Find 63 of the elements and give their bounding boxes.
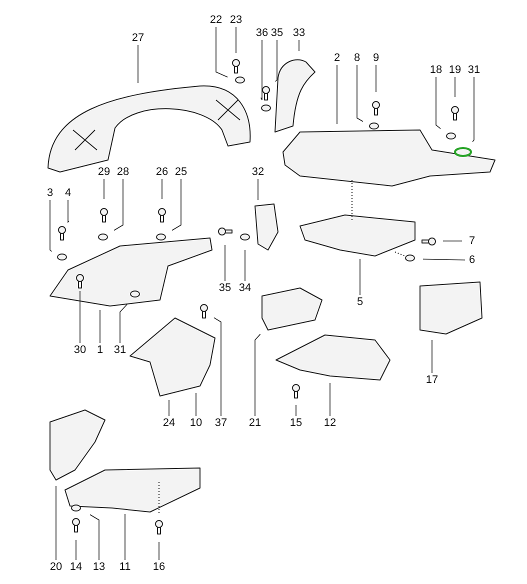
- leader-line: [124, 514, 126, 560]
- leader-line: [172, 178, 182, 231]
- callout-number: 20: [50, 561, 62, 573]
- callout-number: 4: [64, 187, 72, 199]
- leader-line: [244, 250, 246, 282]
- callout-number: 10: [190, 417, 202, 429]
- leader-line: [422, 258, 466, 260]
- callout-number: 35: [270, 27, 284, 39]
- callout-number: 5: [356, 296, 364, 308]
- callout-number: 2: [334, 52, 340, 64]
- callout-number: 9: [372, 52, 380, 64]
- callout-number: 23: [230, 14, 242, 26]
- leader-line: [442, 240, 462, 242]
- callout-number: 14: [70, 561, 82, 573]
- leader-line: [298, 40, 300, 52]
- leader-line: [436, 76, 441, 130]
- callout-number: 18: [430, 64, 442, 76]
- callout-number: 1: [96, 344, 104, 356]
- leader-line: [472, 76, 474, 142]
- callout-number: 25: [174, 166, 188, 178]
- callout-number: 31: [114, 344, 126, 356]
- leader-line: [90, 514, 100, 560]
- callout-number: 30: [74, 344, 86, 356]
- callout-number: 3: [46, 187, 54, 199]
- callout-number: 12: [324, 417, 336, 429]
- leader-line: [158, 542, 160, 560]
- callout-number: 19: [448, 64, 462, 76]
- leader-line: [254, 334, 261, 416]
- callout-number: 24: [162, 417, 176, 429]
- leader-line: [216, 26, 228, 78]
- callout-number: 31: [468, 64, 480, 76]
- leader-line: [214, 317, 222, 416]
- leader-line: [454, 76, 456, 98]
- leader-line: [224, 244, 226, 282]
- callout-number: 7: [468, 235, 476, 247]
- leader-line: [356, 64, 364, 122]
- callout-number: 29: [98, 166, 110, 178]
- callout-number: 22: [210, 14, 222, 26]
- callout-number: 36: [256, 27, 268, 39]
- leader-line: [120, 304, 128, 344]
- callout-number: 13: [92, 561, 106, 573]
- callout-number: 32: [252, 166, 264, 178]
- leader-line: [336, 64, 338, 124]
- leader-line: [260, 40, 262, 100]
- callout-number: 21: [248, 417, 262, 429]
- callout-number: 34: [238, 282, 252, 294]
- callout-number: 35: [218, 282, 232, 294]
- callout-number: 6: [468, 254, 476, 266]
- callout-number: 16: [152, 561, 166, 573]
- leader-line: [50, 200, 52, 252]
- callout-number: 27: [132, 32, 144, 44]
- leader-line: [114, 178, 124, 231]
- callout-number: 11: [119, 561, 131, 573]
- leader-line: [274, 40, 278, 82]
- callout-number: 37: [214, 417, 228, 429]
- callout-number: 33: [292, 27, 306, 39]
- callout-number: 28: [116, 166, 130, 178]
- callout-number: 8: [354, 52, 360, 64]
- leader-line: [68, 200, 70, 223]
- callout-number: 15: [290, 417, 302, 429]
- callout-number: 26: [156, 166, 168, 178]
- leader-line: [168, 400, 170, 416]
- callout-number: 17: [426, 374, 438, 386]
